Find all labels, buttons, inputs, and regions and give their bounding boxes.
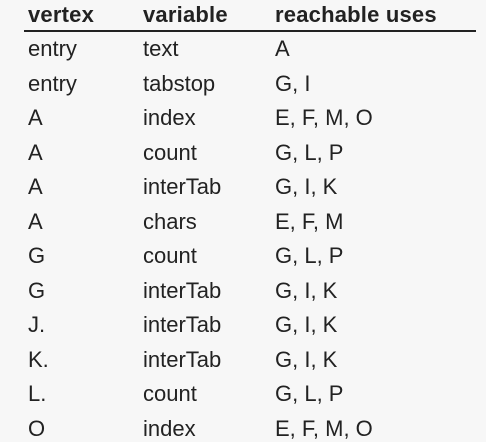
cell-variable: tabstop — [143, 70, 216, 96]
cell-reachable-uses: G, L, P — [275, 139, 344, 165]
cell-reachable-uses: G, I, K — [275, 312, 338, 337]
cell-reachable-uses: G, I, K — [275, 277, 338, 303]
cell-vertex: A — [28, 174, 43, 199]
cell-variable: interTab — [143, 174, 222, 199]
cell-reachable-uses: E, F, M, O — [275, 105, 373, 130]
cell-vertex: J. — [28, 312, 46, 337]
table-header: vertex variable reachable uses — [24, 0, 476, 32]
cell-variable: chars — [143, 208, 197, 234]
table-row: K. interTab G, I, K — [24, 343, 476, 378]
table-row: entry text A — [24, 31, 476, 67]
cell-variable: index — [143, 415, 196, 441]
cell-vertex: G — [28, 243, 46, 268]
cell-reachable-uses: E, F, M, O — [275, 415, 373, 441]
cell-variable: interTab — [143, 346, 222, 372]
table-row: J. interTab G, I, K — [24, 308, 476, 343]
cell-reachable-uses: A — [275, 36, 290, 61]
cell-vertex: A — [28, 105, 43, 130]
cell-reachable-uses: G, I — [275, 70, 311, 96]
cell-variable: interTab — [143, 312, 222, 337]
cell-vertex: entry — [28, 36, 77, 61]
cell-reachable-uses: G, L, P — [275, 381, 344, 406]
reachable-uses-table: vertex variable reachable uses entry text… — [24, 0, 476, 442]
cell-variable: count — [143, 139, 197, 165]
cell-vertex: L. — [28, 381, 47, 406]
cell-vertex: K. — [28, 346, 49, 372]
cell-variable: index — [143, 105, 196, 130]
header-vertex: vertex — [24, 0, 143, 32]
header-reachable-uses: reachable uses — [275, 0, 476, 32]
cell-reachable-uses: E, F, M — [275, 208, 344, 234]
header-variable: variable — [143, 0, 275, 32]
cell-variable: text — [143, 36, 179, 61]
cell-variable: count — [143, 243, 197, 268]
cell-vertex: G — [28, 277, 46, 303]
table-row: entry tabstop G, I — [24, 67, 476, 102]
cell-vertex: O — [28, 415, 46, 441]
header-row: vertex variable reachable uses — [24, 0, 476, 32]
cell-variable: interTab — [143, 277, 222, 303]
cell-vertex: A — [28, 139, 43, 165]
cell-reachable-uses: G, I, K — [275, 346, 338, 372]
cell-variable: count — [143, 381, 197, 406]
cell-vertex: entry — [28, 70, 77, 96]
cell-vertex: A — [28, 208, 43, 234]
cell-reachable-uses: G, I, K — [275, 174, 338, 199]
table-row: L. count G, L, P — [24, 377, 476, 412]
cell-reachable-uses: G, L, P — [275, 243, 344, 268]
